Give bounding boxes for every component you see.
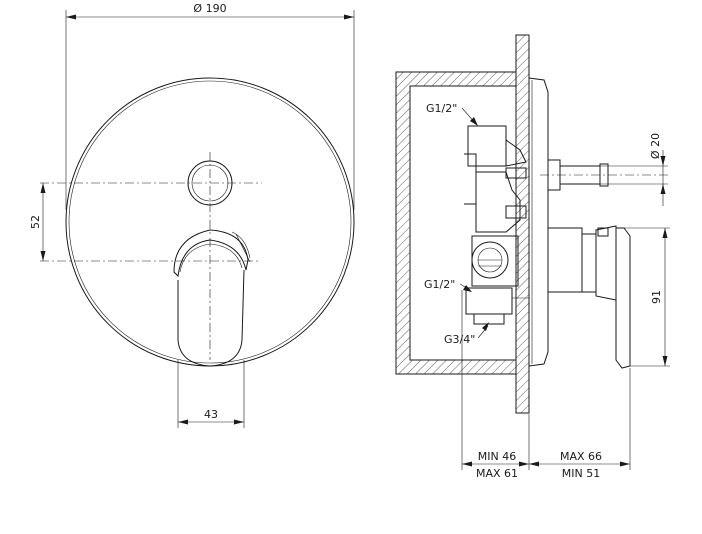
diverter-stem [540,159,670,191]
proj-min-label: MIN 51 [562,467,600,480]
spacing-label: 52 [29,215,42,229]
inlet-mid-callout: G1/2" [424,278,472,292]
depth-dimension: MIN 46 MAX 61 [462,450,529,480]
height-label: 91 [650,290,663,304]
depth-min-label: MIN 46 [478,450,516,463]
diameter-dimension: Ø 190 [65,2,355,210]
side-view: Ø 20 91 G1/2" G1/2" G3/4" [395,34,670,480]
wall-plate [515,34,530,414]
outlet-callout: G3/4" [444,322,489,346]
projection-dimension: MAX 66 MIN 51 [529,450,630,480]
lever-handle [173,229,251,367]
lever-width-dimension: 43 [177,360,245,428]
front-view: Ø 190 52 43 [29,2,355,428]
valve-body [464,125,530,325]
height-dimension: 91 [616,227,670,367]
diameter-label: Ø 190 [193,2,226,15]
outlet-label: G3/4" [444,333,475,346]
inlet-mid-label: G1/2" [424,278,455,291]
pipe-diameter-dimension: Ø 20 [600,133,668,206]
wall-box [395,71,517,375]
inlet-top-label: G1/2" [426,102,457,115]
depth-max-label: MAX 61 [476,467,518,480]
cover-plate-profile [528,77,549,367]
pipe-diameter-label: Ø 20 [649,133,662,159]
lever-width-label: 43 [204,408,218,421]
inlet-top-callout: G1/2" [426,102,478,126]
lever-cartridge [547,225,631,369]
spacing-dimension: 52 [29,183,46,261]
proj-max-label: MAX 66 [560,450,602,463]
cover-plate-edge [68,80,352,364]
